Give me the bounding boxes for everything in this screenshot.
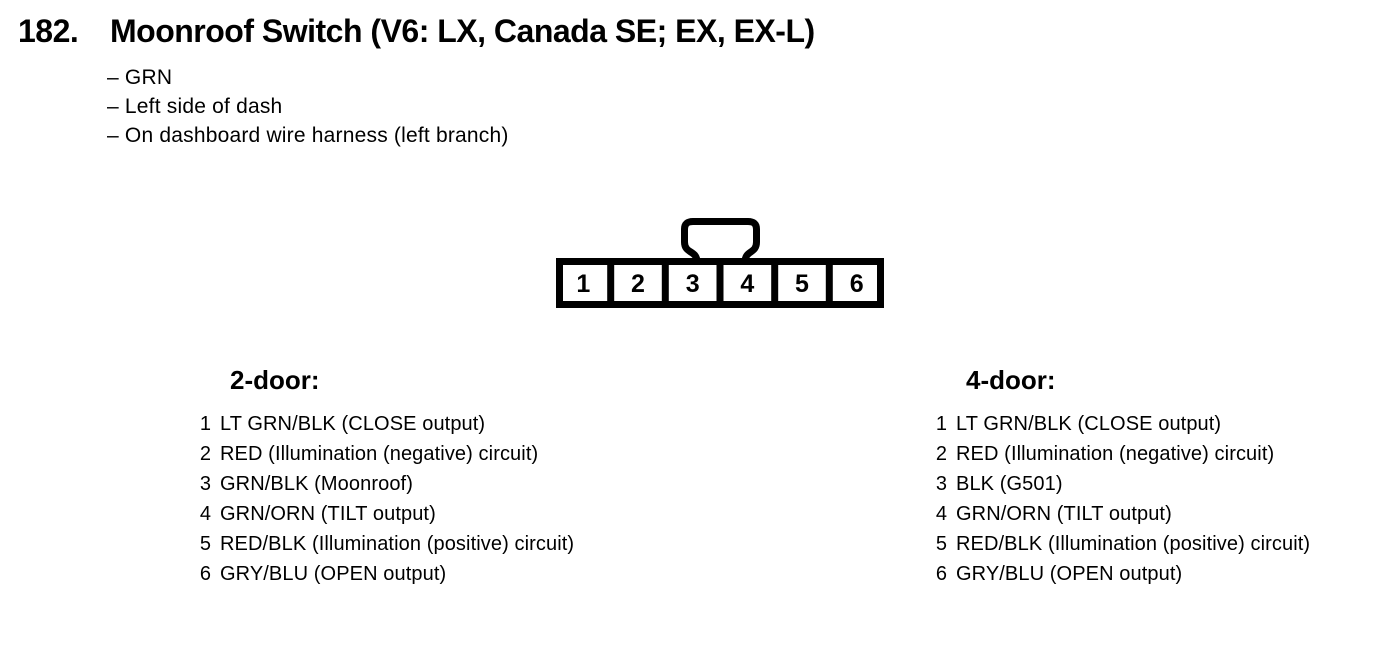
connector-diagram: 1 2 3 4 5 6 — [556, 218, 884, 308]
section-title-text: Moonroof Switch (V6: LX, Canada SE; EX, … — [110, 13, 815, 49]
pin-number: 1 — [935, 413, 947, 435]
note-line: – Left side of dash — [107, 95, 283, 118]
pin-row: 6 GRY/BLU (OPEN output) — [198, 559, 574, 589]
pin-number: 2 — [199, 443, 211, 465]
pin-number: 4 — [199, 503, 211, 525]
pin-row: 3 GRN/BLK (Moonroof) — [198, 469, 574, 499]
pin-number: 6 — [199, 563, 211, 585]
pin-number: 3 — [935, 473, 947, 495]
wire-description: GRN/BLK (Moonroof) — [220, 473, 413, 495]
connector-pin-number: 6 — [850, 270, 864, 298]
wire-description: RED (Illumination (negative) circuit) — [220, 443, 539, 465]
connector-pin-number: 1 — [576, 270, 590, 298]
pin-number: 3 — [199, 473, 211, 495]
pin-row: 4 GRN/ORN (TILT output) — [198, 499, 574, 529]
wire-description: GRN/ORN (TILT output) — [220, 503, 436, 525]
pinout-rows-4door: 1 LT GRN/BLK (CLOSE output) 2 RED (Illum… — [934, 409, 1310, 589]
pinout-rows-2door: 1 LT GRN/BLK (CLOSE output) 2 RED (Illum… — [198, 409, 574, 589]
pin-number: 1 — [199, 413, 211, 435]
pin-row: 5 RED/BLK (Illumination (positive) circu… — [934, 529, 1310, 559]
section-title: 182. Moonroof Switch (V6: LX, Canada SE; … — [18, 13, 815, 50]
pin-number: 5 — [199, 533, 211, 555]
wire-description: RED/BLK (Illumination (positive) circuit… — [956, 533, 1311, 555]
wire-description: RED/BLK (Illumination (positive) circuit… — [220, 533, 575, 555]
connector-pin-number: 3 — [686, 270, 700, 298]
wire-description: BLK (G501) — [956, 473, 1063, 495]
pin-number: 4 — [935, 503, 947, 525]
note-line: – On dashboard wire harness (left branch… — [107, 124, 509, 147]
wire-description: GRY/BLU (OPEN output) — [956, 563, 1183, 585]
pin-row: 3 BLK (G501) — [934, 469, 1310, 499]
pin-number: 2 — [935, 443, 947, 465]
wire-description: LT GRN/BLK (CLOSE output) — [956, 413, 1222, 435]
note-line: – GRN — [107, 66, 173, 89]
wire-description: LT GRN/BLK (CLOSE output) — [220, 413, 486, 435]
pin-row: 6 GRY/BLU (OPEN output) — [934, 559, 1310, 589]
pin-row: 1 LT GRN/BLK (CLOSE output) — [934, 409, 1310, 439]
pinout-4door: 4-door: 1 LT GRN/BLK (CLOSE output) 2 RE… — [934, 366, 1310, 589]
connector-lock-tab-icon — [681, 218, 760, 263]
pin-row: 5 RED/BLK (Illumination (positive) circu… — [198, 529, 574, 559]
pin-row: 1 LT GRN/BLK (CLOSE output) — [198, 409, 574, 439]
location-notes: – GRN – Left side of dash – On dashboard… — [107, 63, 509, 150]
pinout-heading-4door: 4-door: — [966, 365, 1056, 395]
connector-pin-number: 5 — [795, 270, 809, 298]
wire-description: GRY/BLU (OPEN output) — [220, 563, 447, 585]
pinout-2door: 2-door: 1 LT GRN/BLK (CLOSE output) 2 RE… — [198, 366, 574, 589]
pin-row: 4 GRN/ORN (TILT output) — [934, 499, 1310, 529]
pin-row: 2 RED (Illumination (negative) circuit) — [934, 439, 1310, 469]
section-number: 182. — [18, 13, 79, 49]
pin-row: 2 RED (Illumination (negative) circuit) — [198, 439, 574, 469]
wire-description: RED (Illumination (negative) circuit) — [956, 443, 1275, 465]
pin-number: 6 — [935, 563, 947, 585]
pinout-heading-2door: 2-door: — [230, 365, 320, 395]
connector-pin-number: 4 — [740, 270, 754, 298]
wire-description: GRN/ORN (TILT output) — [956, 503, 1172, 525]
pin-number: 5 — [935, 533, 947, 555]
connector-pin-number: 2 — [631, 270, 645, 298]
